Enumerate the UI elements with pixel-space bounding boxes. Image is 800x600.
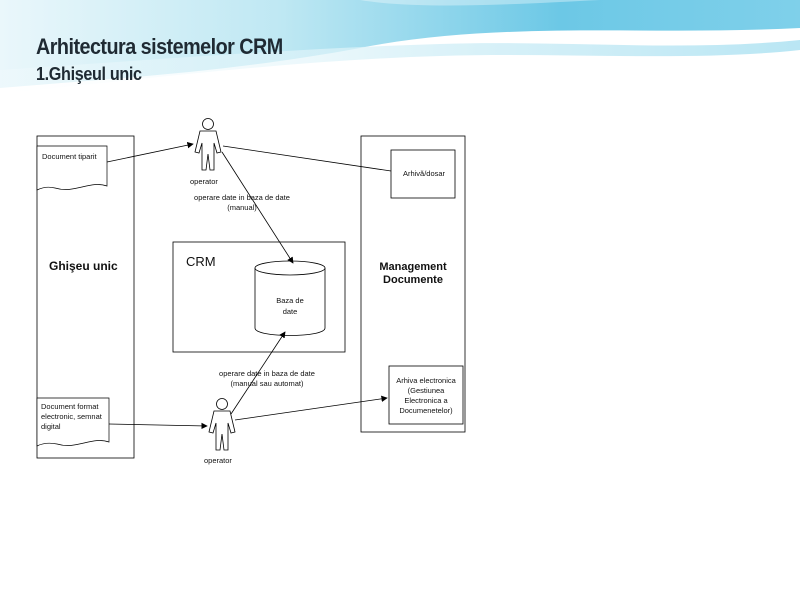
database-label-line-2: date [283, 307, 298, 316]
management-documente-box [360, 135, 466, 433]
arrow-operator-top-to-database [221, 151, 294, 264]
archive-electronic-line-4: Documenetelor) [399, 406, 453, 415]
document-digital-line-1: Document format [41, 402, 99, 411]
operation-auto-line-2: (manual sau automat) [231, 379, 304, 388]
operation-manual-line-1: operare date in baza de date [194, 193, 290, 202]
management-label-line-2: Documente [383, 274, 443, 286]
document-printed-shape [36, 145, 108, 191]
database-cylinder [254, 260, 326, 336]
crm-box [172, 241, 346, 353]
archive-physical-label: Arhivă/dosar [403, 169, 446, 178]
operation-auto-line-1: operare date in baza de date [219, 369, 315, 378]
arrow-operator-bottom-to-database [230, 331, 286, 415]
crm-architecture-diagram: Ghişeu unic Document tiparit Document fo… [35, 118, 467, 470]
operator-top-label: operator [190, 177, 218, 186]
archive-electronic-line-2: (Gestiunea [408, 386, 446, 395]
crm-label: CRM [186, 254, 216, 269]
header-wave-decoration [0, 0, 800, 94]
arrow-operator-bottom-to-electronic-archive [234, 395, 388, 421]
operator-bottom-label: operator [204, 456, 232, 465]
archive-electronic-line-1: Arhiva electronica [396, 376, 456, 385]
document-digital-shape [36, 397, 110, 447]
document-printed-label: Document tiparit [42, 152, 98, 161]
slide-subtitle: 1.Ghişeul unic [36, 64, 142, 84]
slide-title: Arhitectura sistemelor CRM [36, 34, 283, 59]
operator-bottom-icon [208, 398, 236, 451]
archive-electronic-box [388, 365, 464, 425]
archive-electronic-line-3: Electronica a [404, 396, 448, 405]
operation-manual-line-2: (manual) [227, 203, 257, 212]
ghiseu-unic-box [36, 135, 135, 459]
arrow-document-to-operator-bottom [108, 422, 208, 430]
management-label-line-1: Management [379, 261, 447, 273]
operator-top-icon [194, 118, 222, 171]
archive-physical-box [390, 149, 456, 199]
document-digital-line-3: digital [41, 422, 61, 431]
arrow-document-to-operator-top [106, 142, 194, 163]
ghiseu-unic-label: Ghişeu unic [49, 259, 118, 273]
database-label-line-1: Baza de [276, 296, 304, 305]
document-digital-line-2: electronic, semnat [41, 412, 103, 421]
line-operator-top-to-archive [222, 145, 392, 172]
